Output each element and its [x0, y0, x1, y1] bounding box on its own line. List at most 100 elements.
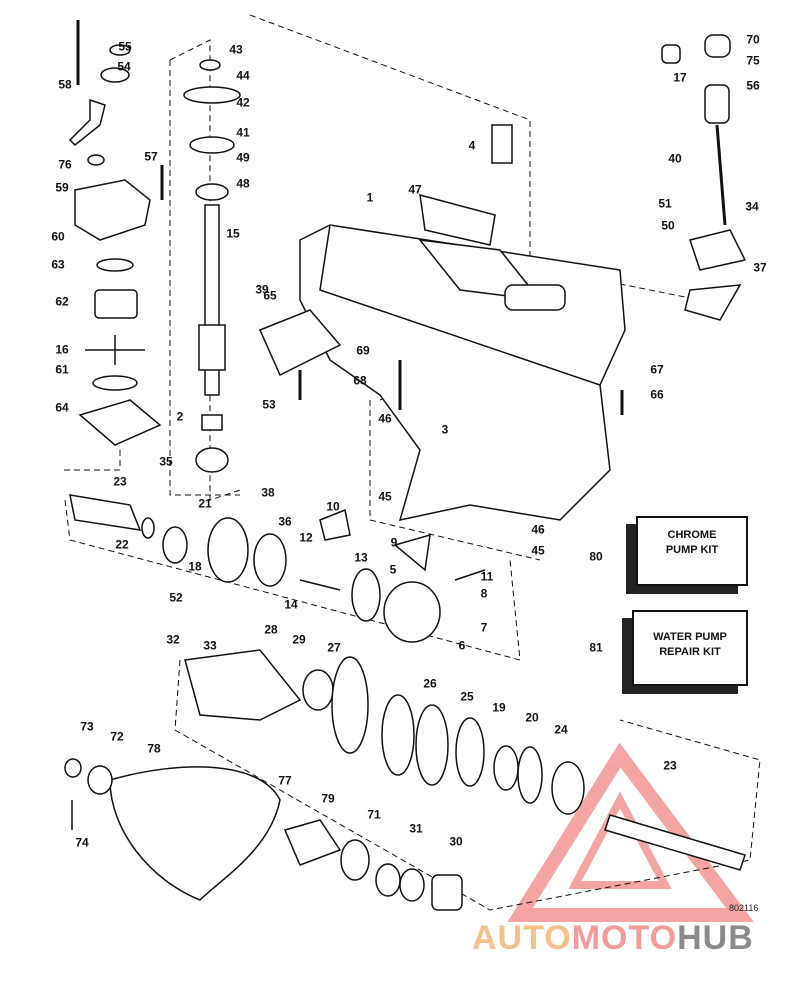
part-label: 8 — [480, 586, 488, 601]
kit-box-81: WATER PUMP REPAIR KIT — [632, 610, 748, 686]
part-label: 57 — [144, 149, 158, 164]
part-label: 62 — [55, 294, 69, 309]
part-label: 33 — [203, 638, 217, 653]
part-label: 40 — [668, 151, 682, 166]
kit-81-line1: WATER PUMP — [653, 631, 727, 643]
part-label: 63 — [51, 257, 65, 272]
part-label: 30 — [449, 834, 463, 849]
part-label: 22 — [115, 537, 129, 552]
part-label: 27 — [327, 640, 341, 655]
part-label: 25 — [460, 689, 474, 704]
part-label: 70 — [746, 32, 760, 47]
kit-box-80: CHROME PUMP KIT — [636, 516, 748, 586]
part-label: 48 — [236, 176, 250, 191]
part-label: 36 — [278, 514, 292, 529]
part-label: 26 — [423, 676, 437, 691]
part-label: 34 — [745, 199, 759, 214]
part-label: 11 — [480, 569, 494, 584]
part-label: 1 — [366, 190, 374, 205]
part-label: 14 — [284, 597, 298, 612]
part-label: 19 — [492, 700, 506, 715]
part-label: 45 — [531, 543, 545, 558]
part-label: 3 — [441, 422, 449, 437]
part-label: 31 — [409, 821, 423, 836]
part-label: 7 — [480, 620, 488, 635]
part-label: 35 — [159, 454, 173, 469]
part-label: 46 — [378, 411, 392, 426]
part-label: 47 — [408, 182, 422, 197]
part-label: 4 — [468, 138, 476, 153]
part-label: 53 — [262, 397, 276, 412]
part-label: 9 — [390, 535, 398, 550]
part-label: 2 — [176, 409, 184, 424]
part-label: 41 — [236, 125, 250, 140]
watermark-moto: MOTO — [571, 919, 678, 957]
gearcase-housing — [299, 224, 626, 521]
part-label: 72 — [110, 729, 124, 744]
part-label: 28 — [264, 622, 278, 637]
part-label: 21 — [198, 496, 212, 511]
gear-parts — [64, 494, 746, 911]
drawing-number: 802116 — [729, 903, 759, 913]
watermark-text: AUTOMOTOHUB — [472, 918, 754, 958]
part-label: 49 — [236, 150, 250, 165]
part-label: 46 — [531, 522, 545, 537]
part-label: 76 — [58, 157, 72, 172]
part-label: 81 — [589, 640, 603, 655]
part-label: 23 — [113, 474, 127, 489]
part-label: 56 — [746, 78, 760, 93]
part-label: 15 — [226, 226, 240, 241]
kit-80-line2: PUMP KIT — [665, 544, 719, 556]
part-label: 60 — [51, 229, 65, 244]
part-label: 64 — [55, 400, 69, 415]
part-label: 32 — [166, 632, 180, 647]
part-label: 29 — [292, 632, 306, 647]
part-label: 78 — [147, 741, 161, 756]
part-label: 68 — [353, 373, 367, 388]
watermark-hub: HUB — [677, 919, 754, 957]
part-label: 61 — [55, 362, 69, 377]
part-label: 20 — [525, 710, 539, 725]
part-label: 39 — [255, 282, 269, 297]
watermark-auto: AUTO — [472, 919, 572, 957]
part-label: 44 — [236, 68, 250, 83]
water-pump-parts — [68, 20, 164, 446]
part-label: 80 — [589, 549, 603, 564]
part-label: 67 — [650, 362, 664, 377]
part-label: 50 — [661, 218, 675, 233]
part-label: 71 — [367, 807, 381, 822]
part-label: 23 — [663, 758, 677, 773]
part-label: 5 — [389, 562, 397, 577]
part-label: 77 — [278, 773, 292, 788]
part-label: 75 — [746, 53, 760, 68]
part-label: 12 — [299, 530, 313, 545]
part-label: 37 — [753, 260, 767, 275]
part-label: 51 — [658, 196, 672, 211]
part-label: 69 — [356, 343, 370, 358]
part-label: 73 — [80, 719, 94, 734]
kit-80-line1: CHROME — [667, 529, 717, 541]
part-label: 16 — [55, 342, 69, 357]
shift-parts — [258, 34, 747, 415]
part-label: 66 — [650, 387, 664, 402]
part-label: 79 — [321, 791, 335, 806]
part-label: 18 — [188, 559, 202, 574]
driveshaft — [183, 59, 241, 473]
part-label: 45 — [378, 489, 392, 504]
part-label: 58 — [58, 77, 72, 92]
part-label: 65 — [263, 288, 277, 303]
part-label: 24 — [554, 722, 568, 737]
part-label: 38 — [261, 485, 275, 500]
part-label: 43 — [229, 42, 243, 57]
part-label: 52 — [169, 590, 183, 605]
part-label: 74 — [75, 835, 89, 850]
part-label: 55 — [118, 39, 132, 54]
part-label: 13 — [354, 550, 368, 565]
part-label: 42 — [236, 95, 250, 110]
kit-81-line2: REPAIR KIT — [659, 646, 721, 658]
part-label: 59 — [55, 180, 69, 195]
part-label: 17 — [673, 70, 687, 85]
part-label: 54 — [117, 59, 131, 74]
